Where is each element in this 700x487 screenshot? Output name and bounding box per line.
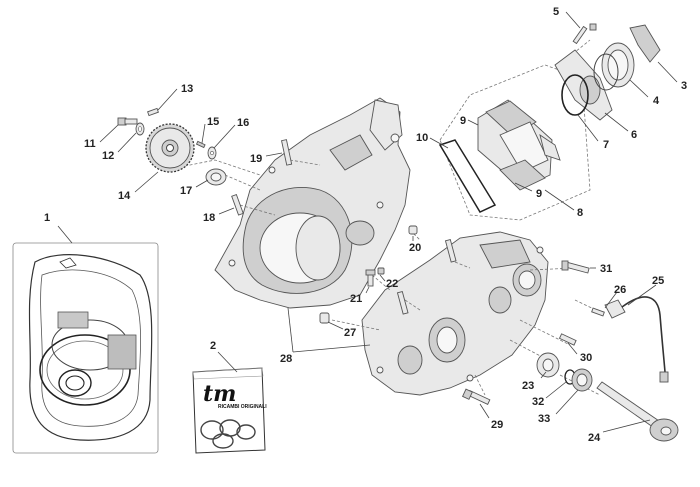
bushing-20 bbox=[408, 225, 418, 235]
sensor-25 bbox=[604, 296, 669, 383]
leader-lines bbox=[99, 11, 678, 433]
bushing-27 bbox=[319, 312, 330, 324]
callout-28: 28 bbox=[280, 353, 292, 365]
screw-26 bbox=[591, 307, 605, 317]
clamp-3 bbox=[629, 24, 661, 63]
callout-30: 30 bbox=[580, 352, 592, 364]
leader-2 bbox=[217, 351, 238, 373]
callout-6: 6 bbox=[631, 129, 637, 141]
bolt-30 bbox=[558, 333, 577, 346]
leader-1 bbox=[57, 225, 73, 244]
intake-rubber-4 bbox=[593, 42, 635, 91]
stud-18 bbox=[231, 194, 244, 216]
callout-33: 33 bbox=[538, 413, 550, 425]
bearing-17 bbox=[205, 168, 227, 186]
callout-8: 8 bbox=[577, 207, 583, 219]
callout-7: 7 bbox=[603, 139, 609, 151]
callout-12: 12 bbox=[102, 150, 114, 162]
bushing-22 bbox=[377, 267, 385, 275]
callout-21: 21 bbox=[350, 293, 362, 305]
callout-23: 23 bbox=[522, 380, 534, 392]
callout-25: 25 bbox=[652, 275, 664, 287]
callout-18: 18 bbox=[203, 212, 215, 224]
gasket-kit-box bbox=[12, 242, 159, 454]
callout-26: 26 bbox=[614, 284, 626, 296]
pin-13 bbox=[147, 107, 159, 117]
callout-22: 22 bbox=[386, 278, 398, 290]
callout-9-upper: 9 bbox=[460, 115, 466, 127]
callout-5: 5 bbox=[553, 6, 559, 18]
bearing-23 bbox=[536, 352, 560, 378]
callout-15: 15 bbox=[207, 116, 219, 128]
callout-20: 20 bbox=[409, 242, 421, 254]
callout-10: 10 bbox=[416, 132, 428, 144]
o-ring-7 bbox=[561, 74, 589, 116]
callout-4: 4 bbox=[653, 95, 660, 107]
callout-13: 13 bbox=[181, 83, 193, 95]
washer-16 bbox=[207, 146, 217, 160]
stud-right-case bbox=[396, 239, 457, 315]
stud-19 bbox=[281, 139, 293, 166]
tm-brand-logo: tm bbox=[203, 381, 236, 407]
screw-21 bbox=[365, 269, 376, 287]
shaft-24 bbox=[596, 381, 679, 442]
washer-12 bbox=[135, 122, 145, 136]
balancer-gear bbox=[145, 123, 195, 173]
callout-27: 27 bbox=[344, 327, 356, 339]
callout-17: 17 bbox=[180, 185, 192, 197]
key-15 bbox=[195, 140, 206, 149]
bolt-31 bbox=[561, 260, 590, 274]
callout-14: 14 bbox=[118, 190, 131, 202]
tm-brand-subtitle: RICAMBI ORIGINALI bbox=[218, 404, 267, 410]
callout-19: 19 bbox=[250, 153, 262, 165]
bolt-11 bbox=[117, 117, 138, 126]
bolt-29 bbox=[461, 388, 491, 405]
callout-3: 3 bbox=[681, 80, 687, 92]
callout-1: 1 bbox=[44, 212, 50, 224]
stud-5 bbox=[572, 23, 597, 45]
callout-29: 29 bbox=[491, 419, 503, 431]
tm-spares-bag: tm RICAMBI ORIGINALI bbox=[192, 367, 267, 454]
callout-31: 31 bbox=[600, 263, 612, 275]
reed-valve-assembly bbox=[477, 99, 561, 191]
callout-24: 24 bbox=[588, 432, 601, 444]
callout-32: 32 bbox=[532, 396, 544, 408]
seal-33 bbox=[571, 368, 593, 392]
callouts: 5 3 4 6 7 8 9 9 10 11 12 13 14 15 16 17 … bbox=[84, 6, 687, 444]
callout-16: 16 bbox=[237, 117, 249, 129]
callout-9-lower: 9 bbox=[536, 188, 542, 200]
left-crankcase-half bbox=[214, 97, 411, 309]
callout-2: 2 bbox=[210, 340, 216, 352]
right-crankcase-half bbox=[361, 231, 549, 396]
callout-11: 11 bbox=[84, 138, 96, 150]
gasket-10 bbox=[438, 139, 497, 213]
